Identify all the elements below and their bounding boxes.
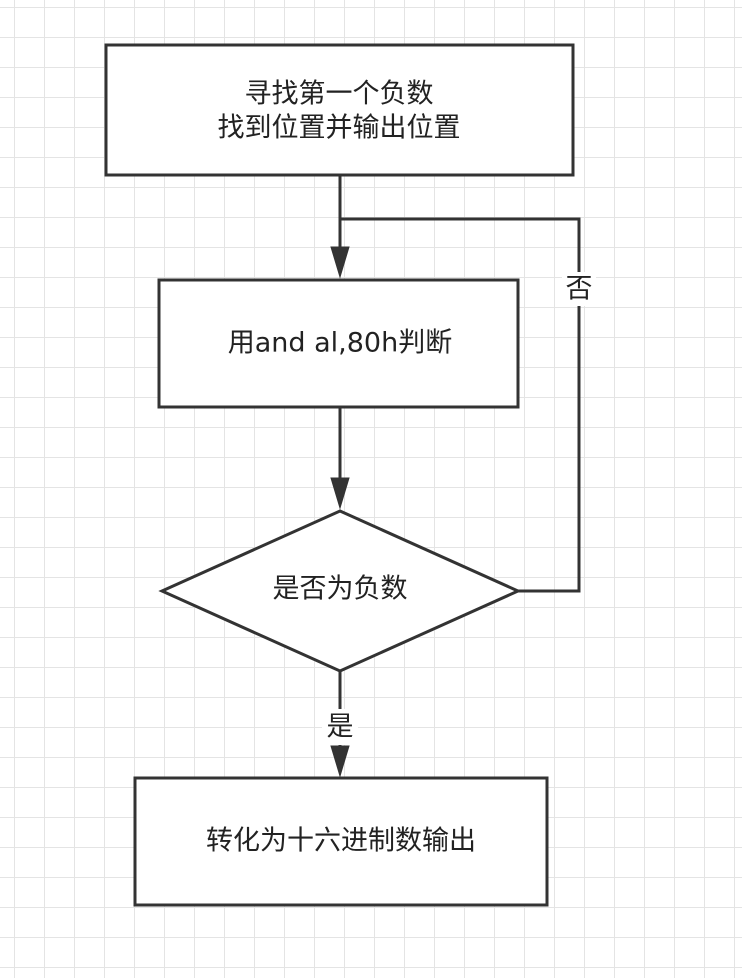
arrowhead-to-check [330,246,350,279]
arrowhead-to-output [330,745,350,778]
decision-label: 是否为负数 [273,574,408,605]
no-label-background [562,272,596,306]
start-box-line-2: 找到位置并输出位置 [218,113,461,144]
arrowhead-to-decision [330,477,350,510]
start-process-box[interactable] [104,43,575,177]
start-box-line-1: 寻找第一个负数 [245,79,434,110]
hex-output-process-box[interactable] [133,776,549,907]
output-box-label: 转化为十六进制数输出 [206,826,476,857]
yes-label-background [322,709,358,745]
no-edge-label: 否 [566,274,593,305]
yes-edge-label: 是 [327,712,354,743]
edge-no-loop [340,217,581,593]
check-box-label: 用and al,80h判断 [228,328,452,359]
